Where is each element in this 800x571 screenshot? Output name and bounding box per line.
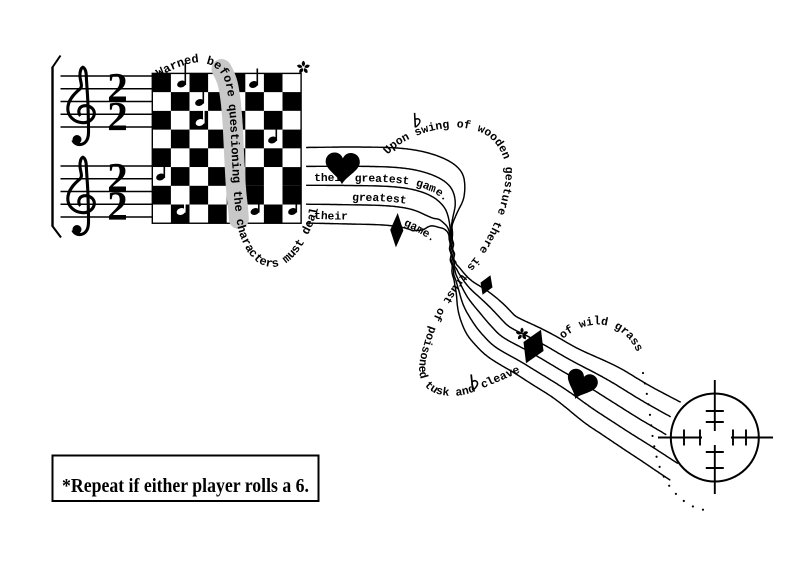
svg-text:their: their [314,211,348,224]
svg-text:2: 2 [107,64,128,110]
svg-text:greatest: greatest [352,192,407,207]
svg-text:*Repeat if either player rolls: *Repeat if either player rolls a 6. [62,475,309,497]
svg-text:2: 2 [107,154,128,200]
svg-text:2: 2 [107,93,128,139]
svg-text:2: 2 [107,183,128,229]
